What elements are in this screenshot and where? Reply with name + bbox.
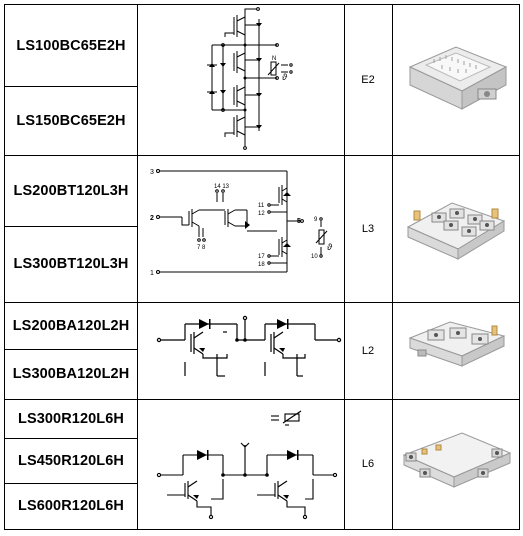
model-divider	[5, 86, 137, 87]
svg-text:ϑ: ϑ	[282, 72, 288, 82]
pin-label: 9	[314, 217, 318, 223]
module-photo-l3	[406, 202, 506, 260]
module-photo-l6	[402, 432, 512, 488]
igbt-symbol	[181, 209, 200, 227]
model-name: LS200BA120L2H	[12, 317, 130, 334]
pin-label: 3	[150, 169, 154, 176]
model-name: LS200BT120L3H	[13, 182, 129, 199]
circuit-schematic-l3: 3 2 1 5 14 13 7 8 11 12 17 18 9 10 ϑ	[150, 169, 333, 277]
pin-label: 7 8	[197, 245, 206, 251]
package-code: E2	[361, 74, 375, 86]
row-divider	[5, 155, 519, 156]
model-divider	[5, 438, 137, 439]
model-name: LS150BC65E2H	[16, 112, 126, 129]
pin-label: 14 13	[214, 184, 230, 190]
module-photo-e2	[408, 46, 508, 110]
package-code: L3	[361, 222, 375, 235]
package-code: L6	[361, 458, 375, 470]
model-divider	[5, 226, 137, 227]
circuit-schematic-l6	[156, 410, 338, 520]
model-name: LS600R120L6H	[18, 498, 124, 514]
circuit-schematic-e2: ϑ N	[207, 7, 293, 150]
model-name: LS300BT120L3H	[13, 256, 129, 272]
pin-label: 18	[258, 262, 265, 268]
module-photo-l2	[408, 321, 506, 367]
pin-label: 10	[311, 254, 318, 260]
igbt-symbol	[224, 15, 246, 37]
svg-text:N: N	[272, 56, 276, 62]
model-name: LS300R120L6H	[18, 410, 124, 427]
row-divider	[5, 302, 519, 303]
row-divider	[5, 399, 519, 400]
model-name: LS100BC65E2H	[16, 37, 126, 54]
pin-label: 1	[150, 270, 154, 277]
model-divider	[5, 349, 137, 350]
circuit-schematic-l2	[156, 315, 342, 377]
pin-label: 5	[297, 218, 301, 225]
svg-text:ϑ: ϑ	[327, 242, 333, 252]
column-divider	[344, 5, 345, 529]
pin-label: 17	[258, 254, 265, 260]
product-table: LS100BC65E2H LS150BC65E2H LS200BT120L3H …	[4, 4, 520, 530]
package-code: L2	[361, 344, 375, 357]
pin-label: 12	[258, 211, 265, 217]
column-divider	[392, 5, 393, 529]
pin-label: 2	[150, 215, 154, 222]
pin-label: 11	[258, 203, 265, 209]
column-divider	[137, 5, 138, 529]
model-divider	[5, 483, 137, 484]
model-name: LS450R120L6H	[18, 452, 124, 469]
model-name: LS300BA120L2H	[12, 366, 130, 382]
